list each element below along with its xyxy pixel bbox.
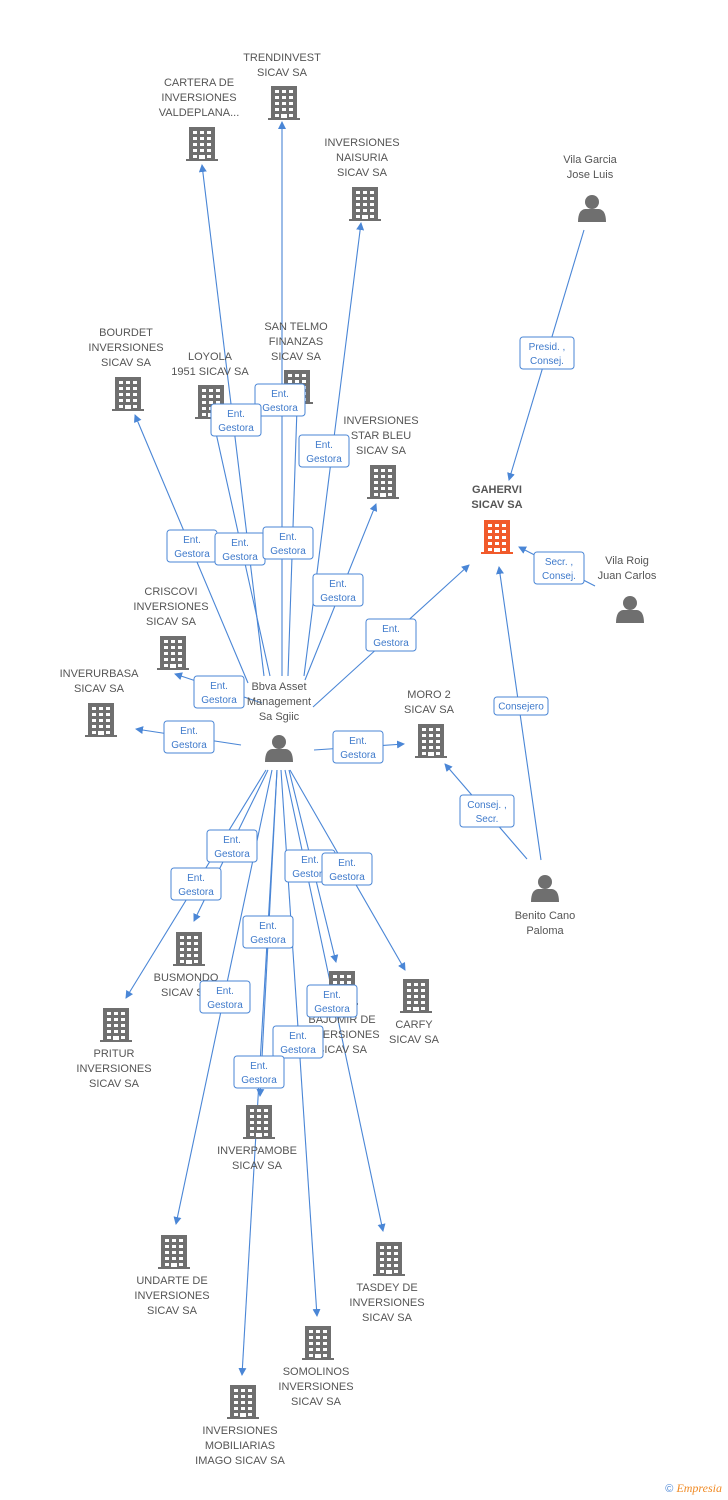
copyright-symbol: © — [665, 1483, 674, 1495]
edge-label-inverurbasa[interactable]: Ent.Gestora — [163, 720, 215, 754]
edge-label-inverpamobe[interactable]: Ent.Gestora — [242, 915, 294, 949]
company-icon[interactable] — [349, 187, 381, 221]
svg-text:Ent.Gestora: Ent.Gestora — [207, 986, 243, 1011]
brand-logo: Empresia — [676, 1481, 722, 1495]
edge-label-benito-gahervi[interactable]: Consejero — [493, 696, 549, 716]
svg-text:Ent.Gestora: Ent.Gestora — [314, 990, 350, 1015]
edge-label-undarte[interactable]: Ent.Gestora — [199, 980, 251, 1014]
company-icon[interactable] — [367, 465, 399, 499]
company-icon[interactable] — [268, 86, 300, 120]
edge-label-starbleu[interactable]: Ent.Gestora — [312, 573, 364, 607]
svg-text:Ent.Gestora: Ent.Gestora — [218, 409, 254, 434]
svg-text:Presid. ,Consej.: Presid. ,Consej. — [529, 342, 566, 367]
edge-label-bourdet[interactable]: Ent.Gestora — [166, 529, 218, 563]
svg-text:Ent.Gestora: Ent.Gestora — [340, 736, 376, 761]
svg-text:Secr. ,Consej.: Secr. ,Consej. — [542, 557, 576, 582]
edge-label-benito-moro2[interactable]: Consej. ,Secr. — [459, 794, 515, 828]
svg-text:Ent.Gestora: Ent.Gestora — [262, 389, 298, 414]
svg-text:Ent.Gestora: Ent.Gestora — [373, 624, 409, 649]
company-icon[interactable] — [302, 1326, 334, 1360]
edge-label-vilaroig[interactable]: Secr. ,Consej. — [533, 551, 585, 585]
company-icon[interactable] — [186, 127, 218, 161]
edge-label-imago[interactable]: Ent.Gestora — [233, 1055, 285, 1089]
person-icon[interactable] — [616, 596, 644, 623]
edge-label-loyola[interactable]: Ent.Gestora — [214, 532, 266, 566]
edge-label-trendinvest[interactable]: Ent.Gestora — [254, 383, 306, 417]
edge-label-somolinos[interactable]: Ent.Gestora — [272, 1025, 324, 1059]
svg-text:Ent.Gestora: Ent.Gestora — [222, 538, 258, 563]
company-icon[interactable] — [85, 703, 117, 737]
svg-text:Ent.Gestora: Ent.Gestora — [214, 835, 250, 860]
svg-text:Ent.Gestora: Ent.Gestora — [280, 1031, 316, 1056]
svg-text:Ent.Gestora: Ent.Gestora — [320, 579, 356, 604]
svg-text:Ent.Gestora: Ent.Gestora — [171, 726, 207, 751]
edge-label-criscovi[interactable]: Ent.Gestora — [193, 675, 245, 709]
svg-text:Consej. ,Secr.: Consej. ,Secr. — [467, 800, 506, 825]
company-icon[interactable] — [112, 377, 144, 411]
svg-text:Ent.Gestora: Ent.Gestora — [329, 858, 365, 883]
svg-text:Ent.Gestora: Ent.Gestora — [270, 532, 306, 557]
edge-label-gahervi[interactable]: Ent.Gestora — [365, 618, 417, 652]
svg-text:Ent.Gestora: Ent.Gestora — [250, 921, 286, 946]
focus-company-icon[interactable] — [481, 520, 513, 554]
edge-label-vilagarcia[interactable]: Presid. ,Consej. — [519, 336, 575, 370]
svg-text:Ent.Gestora: Ent.Gestora — [201, 681, 237, 706]
edge-label-pritur[interactable]: Ent.Gestora — [170, 867, 222, 901]
company-icon[interactable] — [400, 979, 432, 1013]
svg-text:Ent.Gestora: Ent.Gestora — [174, 535, 210, 560]
svg-text:Ent.Gestora: Ent.Gestora — [241, 1061, 277, 1086]
svg-text:Ent.Gestora: Ent.Gestora — [178, 873, 214, 898]
company-icon[interactable] — [173, 932, 205, 966]
edge-label-tasdey[interactable]: Ent.Gestora — [306, 984, 358, 1018]
edge-label-busmondo[interactable]: Ent.Gestora — [206, 829, 258, 863]
svg-text:Ent.Gestora: Ent.Gestora — [292, 855, 328, 880]
edge-label-carfy[interactable]: Ent.Gestora — [321, 852, 373, 886]
person-icon[interactable] — [265, 735, 293, 762]
person-icon[interactable] — [531, 875, 559, 902]
edge-label-moro2[interactable]: Ent.Gestora — [332, 730, 384, 764]
svg-text:Ent.Gestora: Ent.Gestora — [306, 440, 342, 465]
svg-text:Consejero: Consejero — [498, 702, 544, 713]
watermark: © Empresia — [665, 1481, 722, 1496]
company-icon[interactable] — [158, 1235, 190, 1269]
company-icon[interactable] — [243, 1105, 275, 1139]
company-icon[interactable] — [373, 1242, 405, 1276]
company-icon[interactable] — [415, 724, 447, 758]
edge-label-naisuria[interactable]: Ent.Gestora — [298, 434, 350, 468]
company-icon[interactable] — [157, 636, 189, 670]
company-icon[interactable] — [100, 1008, 132, 1042]
person-icon[interactable] — [578, 195, 606, 222]
company-icon[interactable] — [227, 1385, 259, 1419]
edge-label-santelmo[interactable]: Ent.Gestora — [262, 526, 314, 560]
edge-label-cartera[interactable]: Ent.Gestora — [210, 403, 262, 437]
